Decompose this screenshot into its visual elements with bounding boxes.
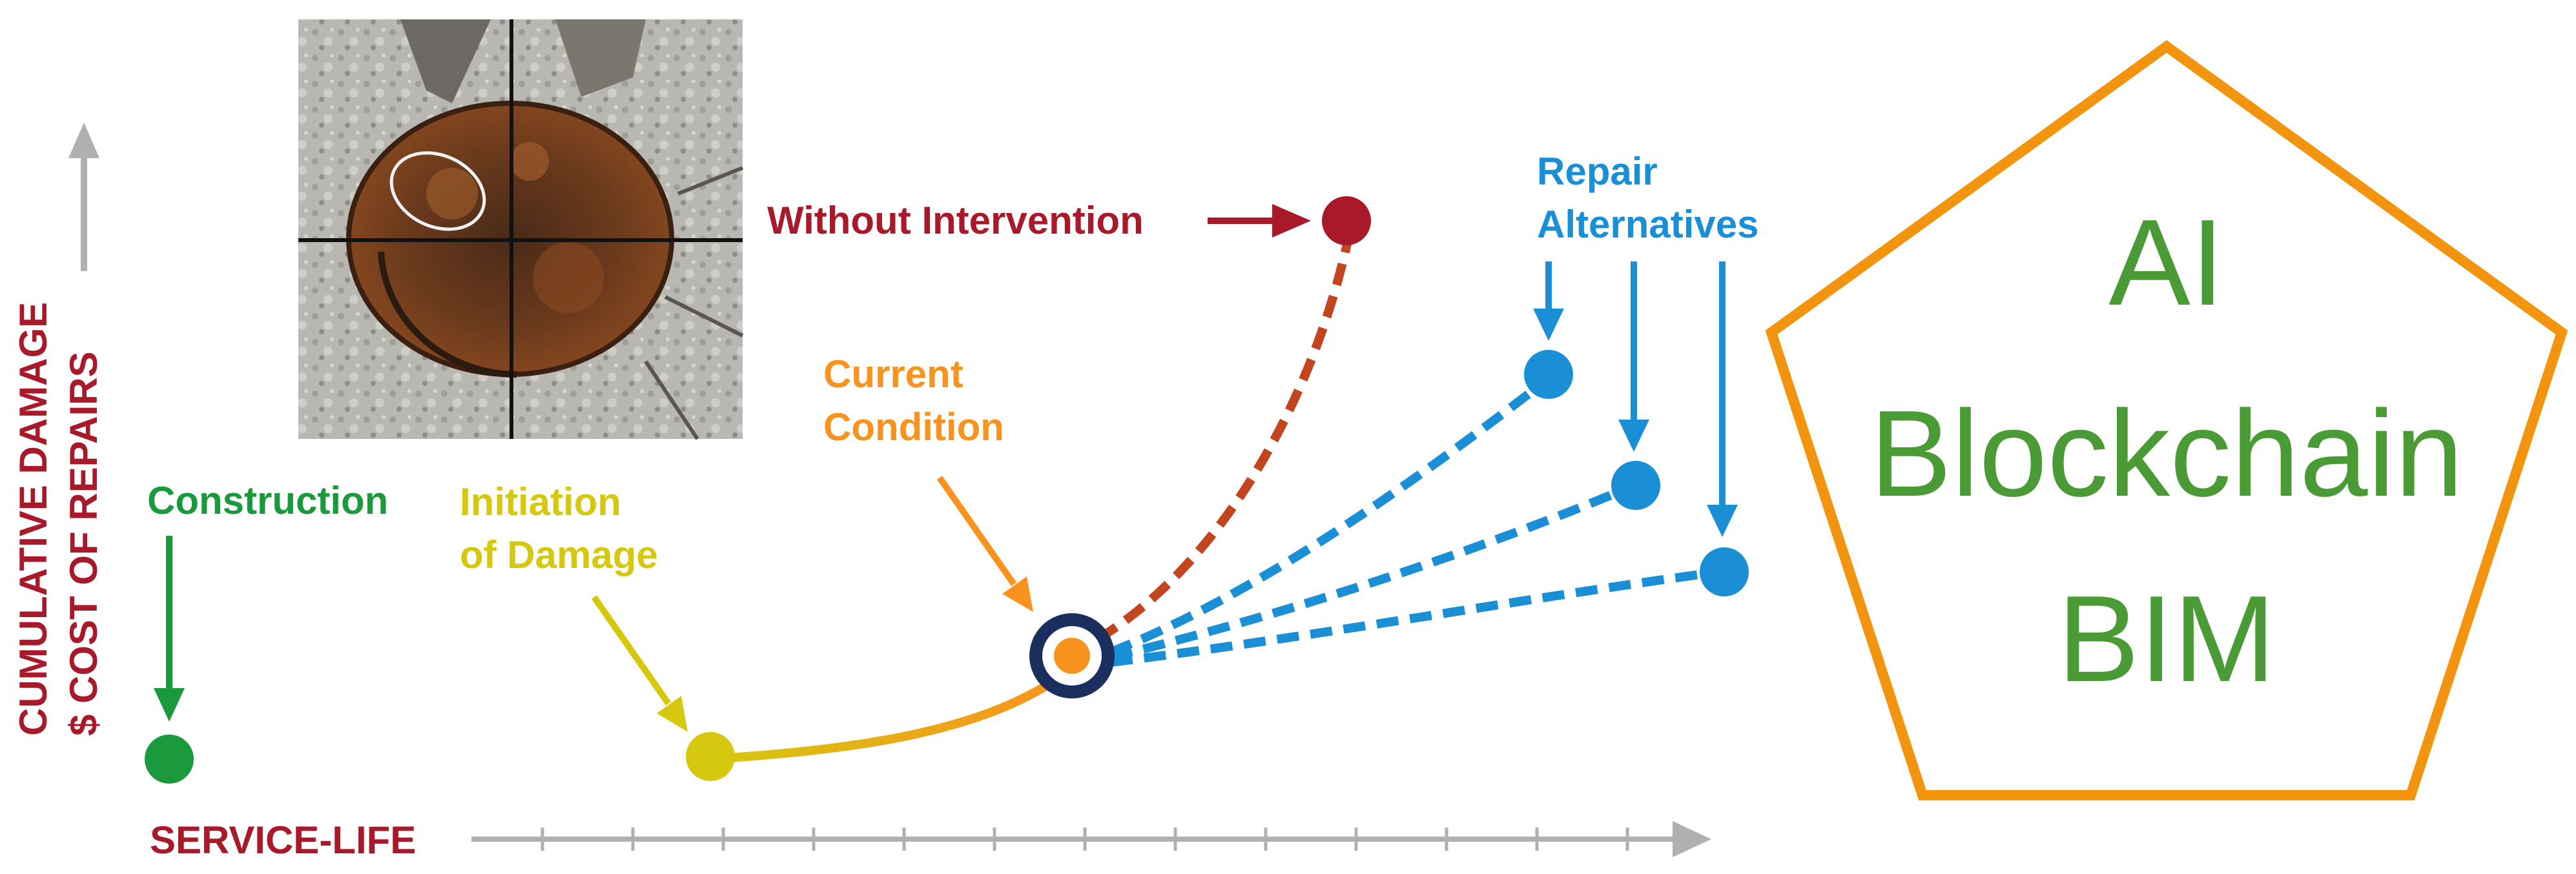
construction-point	[145, 735, 194, 784]
pentagon-line-ai: AI	[2108, 194, 2225, 331]
repair-label-line1: Repair	[1537, 150, 1658, 193]
without-intervention-label: Without Intervention	[767, 199, 1144, 242]
repair-point-3	[1700, 547, 1749, 596]
current-condition-point	[1054, 638, 1090, 674]
initiation-arrow	[591, 595, 688, 732]
initiation-point	[686, 732, 735, 781]
initiation-label-line2: of Damage	[460, 533, 658, 576]
repair-point-1	[1524, 350, 1573, 399]
corroded-rebar-photo	[298, 19, 744, 440]
construction-arrow	[154, 536, 185, 722]
repair-point-2	[1611, 461, 1660, 510]
without-intervention-arrow	[1208, 204, 1311, 238]
y-axis-label-line2: $ COST OF REPAIRS	[62, 351, 105, 736]
repair-arrow-1	[1533, 261, 1564, 341]
repair-arrow-3	[1707, 261, 1738, 537]
without-intervention-point	[1322, 196, 1371, 245]
repair-arrow-2	[1618, 261, 1649, 452]
initiation-label-line1: Initiation	[460, 480, 621, 523]
repair-path-1	[1109, 374, 1553, 656]
y-axis-label-2: $ COST OF REPAIRS	[62, 351, 105, 736]
damage-curve	[710, 674, 1062, 764]
y-axis-label: CUMULATIVE DAMAGE	[12, 302, 55, 736]
repair-path-3	[1110, 567, 1725, 667]
pentagon-line-bim: BIM	[2057, 571, 2276, 707]
repair-path-2	[1109, 480, 1639, 662]
y-axis-label-line1: CUMULATIVE DAMAGE	[12, 302, 55, 736]
x-axis	[471, 821, 1711, 857]
without-intervention-path	[1095, 231, 1354, 643]
technology-pentagon	[1765, 40, 2568, 800]
pentagon-line-blockchain: Blockchain	[1870, 385, 2464, 522]
current-label-line2: Condition	[823, 405, 1004, 449]
current-arrow	[936, 476, 1033, 612]
repair-label-line2: Alternatives	[1537, 203, 1758, 246]
construction-label: Construction	[147, 479, 388, 522]
current-label-line1: Current	[823, 352, 963, 396]
x-axis-label: SERVICE-LIFE	[150, 818, 416, 862]
y-axis	[68, 123, 99, 271]
